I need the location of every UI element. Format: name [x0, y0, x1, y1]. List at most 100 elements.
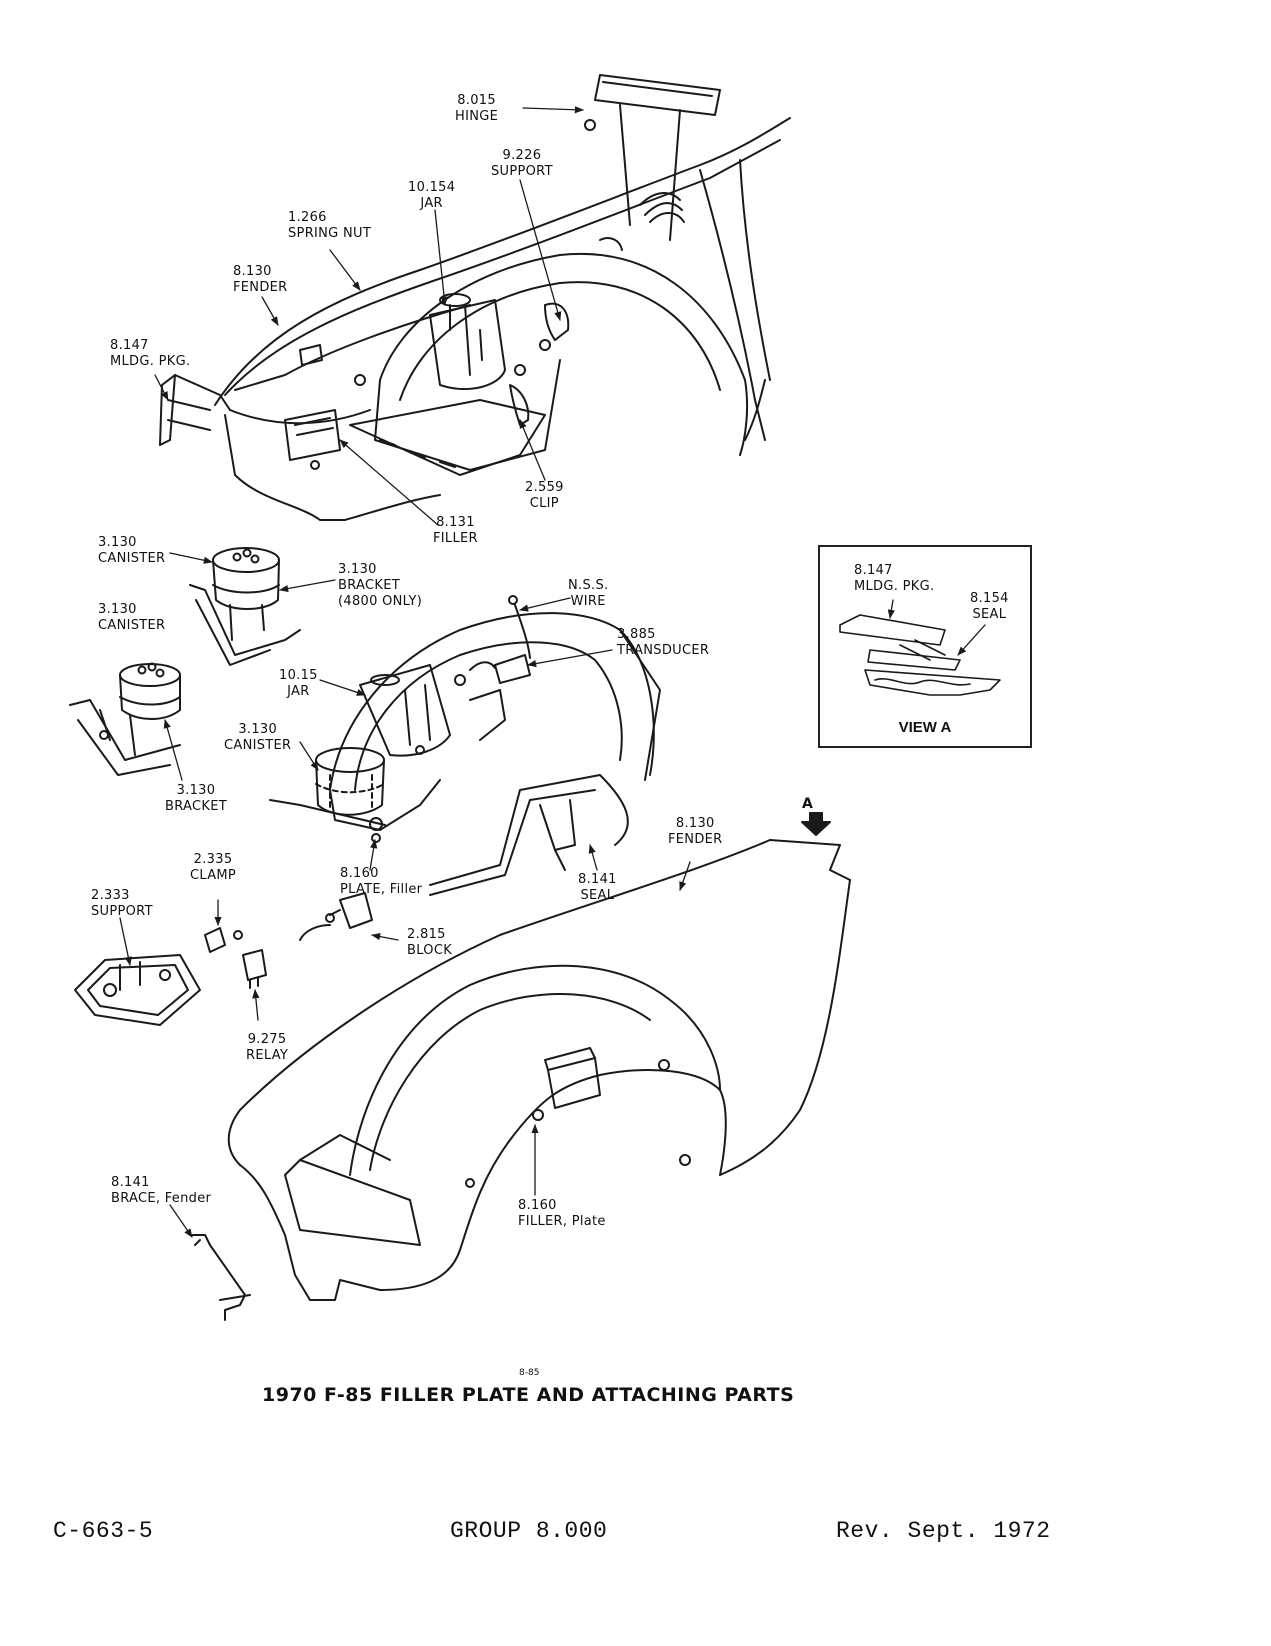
part-number: 2.335: [193, 852, 233, 867]
part-number: 8.130: [233, 264, 272, 279]
part-name: MLDG. PKG.: [110, 354, 191, 369]
part-name: SUPPORT: [91, 904, 153, 919]
part-name: BRACE, Fender: [111, 1191, 212, 1206]
label-canister-1: 3.130 CANISTER: [98, 535, 165, 567]
label-fender-top: 8.130 FENDER: [233, 264, 287, 296]
seal-strip: [429, 774, 629, 896]
part-name: CLIP: [529, 496, 559, 511]
small-parts: [74, 892, 373, 1321]
label-view-a-letter: A: [802, 796, 814, 812]
part-name: PLATE, Filler: [340, 882, 423, 897]
part-number: 8.147: [110, 338, 149, 353]
label-support-top: 9.226 SUPPORT: [491, 148, 553, 180]
part-name: FILLER, Plate: [518, 1214, 606, 1229]
part-name: JAR: [420, 196, 443, 211]
canister-lower-assembly: [69, 662, 181, 776]
part-number: 3.130: [338, 562, 377, 577]
label-support-bottom: 2.333 SUPPORT: [91, 888, 153, 920]
part-name: BLOCK: [407, 943, 453, 958]
label-brace: 8.141 BRACE, Fender: [111, 1175, 211, 1207]
part-name: SEAL: [580, 888, 615, 903]
part-number: 8.160: [340, 866, 379, 881]
label-transducer: 3.885 TRANSDUCER: [617, 627, 709, 659]
middle-leader-lines: [163, 552, 613, 871]
part-name: FILLER: [433, 531, 478, 546]
part-name: SEAL: [972, 607, 1007, 622]
label-filler-plate: 8.160 FILLER, Plate: [518, 1198, 606, 1230]
part-number: 8.141: [578, 872, 617, 887]
part-number: 8.015: [457, 93, 496, 108]
label-seal-mid: 8.141 SEAL: [578, 872, 617, 904]
part-name: FENDER: [668, 832, 723, 847]
part-name: CANISTER: [98, 551, 166, 566]
part-name: CLAMP: [190, 868, 237, 883]
part-name: MLDG. PKG.: [854, 579, 935, 594]
part-number: 2.333: [91, 888, 130, 903]
part-number: 9.275: [247, 1032, 287, 1047]
part-number: 1.266: [288, 210, 327, 225]
label-clip: 2.559 CLIP: [525, 480, 564, 512]
part-name: RELAY: [246, 1048, 289, 1063]
part-name: CANISTER: [224, 738, 292, 753]
label-block: 2.815 BLOCK: [407, 927, 452, 959]
footer-right: Rev. Sept. 1972: [836, 1518, 1051, 1544]
figure-title: 1970 F-85 FILLER PLATE AND ATTACHING PAR…: [262, 1384, 795, 1406]
part-name: BRACKET: [165, 799, 227, 814]
label-jar-top: 10.154 JAR: [408, 180, 455, 212]
label-canister-3: 3.130 CANISTER: [224, 722, 291, 754]
label-mldg-top: 8.147 MLDG. PKG.: [110, 338, 190, 370]
label-canister-2: 3.130 CANISTER: [98, 602, 165, 634]
part-name: JAR: [287, 684, 310, 699]
footer-left: C-663-5: [53, 1518, 154, 1544]
part-name: WIRE: [570, 594, 606, 609]
view-a-box: 8.147 MLDG. PKG. 8.154 SEAL VIEW A: [818, 545, 1032, 748]
upper-leader-lines: [154, 106, 584, 526]
part-name: TRANSDUCER: [617, 643, 710, 658]
part-number: N.S.S.: [568, 578, 609, 593]
part-number: 9.226: [502, 148, 542, 163]
part-note: (4800 ONLY): [338, 594, 423, 609]
part-number: 8.147: [854, 563, 893, 578]
label-relay: 9.275 RELAY: [246, 1032, 288, 1064]
part-number: 3.885: [617, 627, 656, 642]
part-number: 3.130: [238, 722, 278, 737]
part-number: 3.130: [98, 535, 137, 550]
view-a-leaders: [887, 599, 986, 656]
label-nss-wire: N.S.S. WIRE: [568, 578, 608, 610]
part-number: 2.815: [407, 927, 446, 942]
part-number: 3.130: [98, 602, 137, 617]
part-number: 2.559: [525, 480, 564, 495]
label-jar-mid: 10.15 JAR: [279, 668, 318, 700]
part-number: 8.131: [436, 515, 475, 530]
label-bracket-mid: 3.130 BRACKET: [165, 783, 227, 815]
label-plate-filler: 8.160 PLATE, Filler: [340, 866, 422, 898]
part-name: BRACKET: [338, 578, 400, 593]
view-a-title: VIEW A: [898, 719, 952, 736]
wheelhouse-assembly: [269, 595, 661, 843]
figure-number: 8-85: [519, 1368, 540, 1378]
view-a-label-seal: 8.154 SEAL: [970, 591, 1009, 623]
label-spring-nut: 1.266 SPRING NUT: [288, 210, 371, 242]
canister-upper-assembly: [189, 547, 301, 666]
label-clamp: 2.335 CLAMP: [190, 852, 236, 884]
part-name: SUPPORT: [491, 164, 553, 179]
label-fender-bottom: 8.130 FENDER: [668, 816, 722, 848]
part-number: 3.130: [176, 783, 216, 798]
part-number: 8.141: [111, 1175, 150, 1190]
part-number: 10.15: [279, 668, 318, 683]
label-filler: 8.131 FILLER: [433, 515, 478, 547]
part-name: CANISTER: [98, 618, 166, 633]
view-a-label-mldg: 8.147 MLDG. PKG.: [854, 563, 934, 595]
part-number: 10.154: [408, 180, 456, 195]
part-number: 8.130: [675, 816, 715, 831]
label-hinge: 8.015 HINGE: [455, 93, 498, 125]
part-name: HINGE: [455, 109, 499, 124]
footer-center: GROUP 8.000: [450, 1518, 608, 1544]
part-number: 8.160: [518, 1198, 557, 1213]
label-bracket-4800: 3.130 BRACKET (4800 ONLY): [338, 562, 422, 610]
lower-leader-lines: [119, 861, 691, 1238]
part-name: SPRING NUT: [288, 226, 372, 241]
part-number: 8.154: [970, 591, 1009, 606]
large-fender: [227, 812, 851, 1301]
